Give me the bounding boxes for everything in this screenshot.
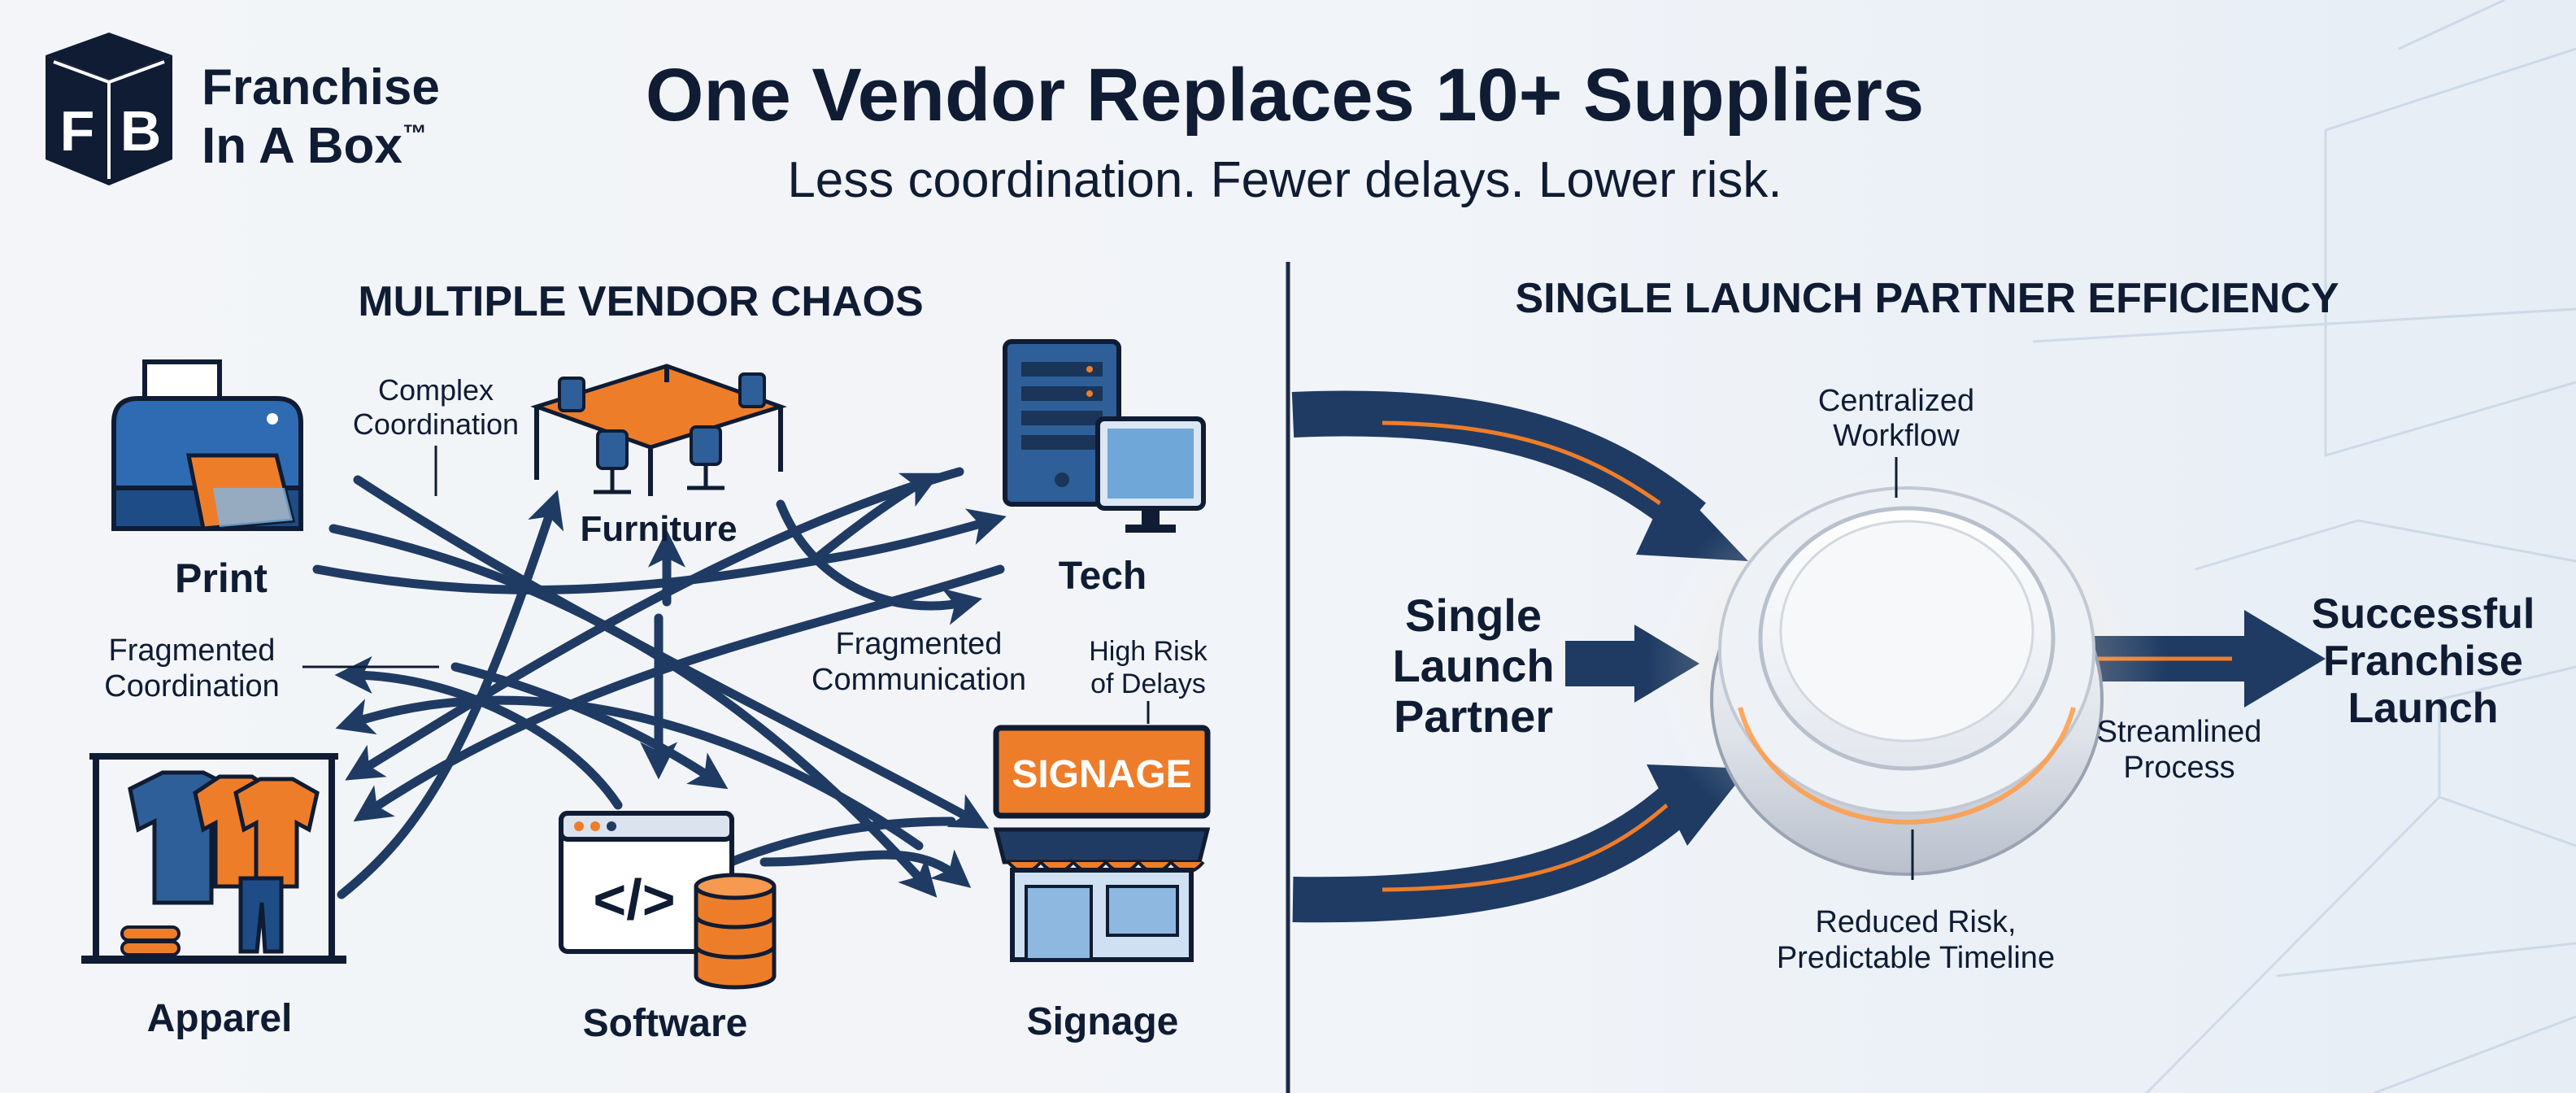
brand-name-line1: Franchise — [202, 59, 440, 115]
note-high-risk-delays: High Risk of Delays — [1089, 636, 1208, 724]
svg-text:Single: Single — [1405, 590, 1542, 641]
svg-text:Coordination: Coordination — [104, 669, 279, 703]
software-icon: </> — [559, 811, 777, 990]
right-section-heading: SINGLE LAUNCH PARTNER EFFICIENCY — [1515, 275, 2339, 322]
svg-text:Predictable Timeline: Predictable Timeline — [1777, 941, 2055, 975]
svg-text:Launch: Launch — [2348, 685, 2499, 732]
svg-text:Process: Process — [2123, 751, 2234, 785]
svg-text:High Risk: High Risk — [1089, 636, 1208, 667]
note-fragmented-communication: Fragmented Communication — [812, 627, 1026, 697]
svg-text:Fragmented: Fragmented — [836, 627, 1003, 661]
svg-text:Complex: Complex — [378, 373, 494, 407]
vendor-label-tech: Tech — [1059, 555, 1147, 598]
vendor-label-print: Print — [175, 555, 268, 601]
printer-icon — [111, 359, 303, 531]
hub-top-label: Centralized Workflow — [1818, 384, 1974, 498]
svg-text:Successful: Successful — [2312, 590, 2535, 638]
svg-text:of Delays: of Delays — [1090, 668, 1206, 699]
chaos-arrows — [312, 467, 1007, 899]
svg-text:Fragmented: Fragmented — [109, 634, 276, 668]
database-icon — [694, 873, 777, 990]
brand-name-line2: In A Box — [202, 118, 402, 174]
furniture-icon — [530, 364, 787, 496]
hub-bottom-label: Reduced Risk, Predictable Timeline — [1777, 830, 2055, 975]
svg-text:Streamlined: Streamlined — [2097, 715, 2262, 749]
svg-text:Communication: Communication — [812, 663, 1026, 697]
svg-text:Workflow: Workflow — [1833, 419, 1960, 453]
signage-sign-text: SIGNAGE — [1012, 753, 1191, 796]
left-section-heading: MULTIPLE VENDOR CHAOS — [358, 278, 923, 325]
streamlined-process-label: Streamlined Process — [2097, 715, 2262, 785]
hub-node — [1647, 464, 2167, 876]
vendor-label-software: Software — [583, 1002, 748, 1045]
logo-letter-f: F — [60, 99, 95, 163]
vendor-label-signage: Signage — [1027, 1000, 1179, 1043]
brand-logo[interactable]: F B Franchise In A Box™ — [46, 33, 440, 185]
svg-text:In A Box™: In A Box™ — [202, 118, 427, 174]
svg-text:Partner: Partner — [1394, 690, 1553, 742]
page-title: One Vendor Replaces 10+ Suppliers — [646, 54, 1924, 137]
svg-text:Reduced Risk,: Reduced Risk, — [1815, 905, 2016, 939]
note-fragmented-coordination: Fragmented Coordination — [104, 634, 439, 703]
partner-label: Single Launch Partner — [1392, 590, 1554, 742]
apparel-icon — [81, 753, 346, 964]
logo-letter-b: B — [120, 99, 162, 163]
vendor-label-apparel: Apparel — [147, 997, 293, 1040]
vendor-label-furniture: Furniture — [580, 509, 737, 549]
signage-storefront-icon: SIGNAGE — [993, 725, 1211, 962]
svg-text:Franchise: Franchise — [2323, 638, 2523, 685]
svg-text:Centralized: Centralized — [1818, 384, 1974, 418]
blueprint-lines — [2032, 0, 2576, 1093]
note-complex-coordination: Complex Coordination — [353, 373, 519, 496]
software-code-glyph: </> — [593, 868, 675, 931]
logo-cube-icon — [46, 33, 172, 185]
brand-trademark: ™ — [402, 120, 427, 147]
svg-text:Coordination: Coordination — [353, 407, 519, 441]
page-subtitle: Less coordination. Fewer delays. Lower r… — [787, 152, 1782, 208]
svg-text:Launch: Launch — [1392, 640, 1554, 691]
outcome-label: Successful Franchise Launch — [2312, 590, 2535, 732]
tech-icon — [1003, 339, 1206, 533]
